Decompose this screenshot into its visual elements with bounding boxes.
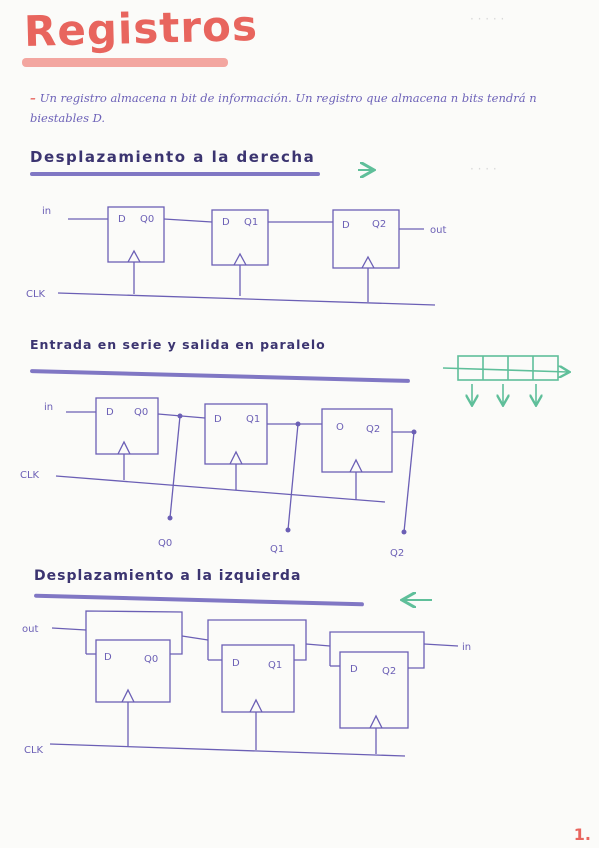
bleed-through-text: · · · · <box>470 162 497 176</box>
wire-link-0-1 <box>181 635 209 641</box>
bullet-dash: – <box>30 91 36 105</box>
clk-line <box>55 475 386 503</box>
clock-triangle <box>121 688 135 703</box>
flipflop-d-2 <box>332 209 400 269</box>
label-q0: Q0 <box>140 214 154 225</box>
label-q0: Q0 <box>134 407 148 418</box>
label-in: in <box>462 642 471 653</box>
label-clk: CLK <box>26 289 46 300</box>
clock-triangle <box>349 458 363 473</box>
label-d-alt: O <box>336 422 344 433</box>
clock-triangle <box>117 440 131 455</box>
label-output-q1: Q1 <box>270 544 284 555</box>
feedback-loop-0 <box>85 610 183 655</box>
tap-q2 <box>403 431 415 533</box>
flipflop-d-2 <box>339 651 409 729</box>
clock-triangle <box>369 714 383 729</box>
page-number: 1. <box>573 825 591 844</box>
output-node <box>167 515 173 521</box>
section-title-left-shift: Desplazamiento a la izquierda <box>34 568 302 584</box>
label-d: D <box>342 220 350 231</box>
label-d: D <box>222 217 230 228</box>
title-highlight <box>22 58 228 67</box>
flipflop-d-0 <box>95 397 159 455</box>
label-q2: Q2 <box>372 219 386 230</box>
diagram-serial-parallel <box>55 397 415 533</box>
clock-triangle <box>361 255 375 269</box>
clock-triangle <box>127 249 141 263</box>
section-underline <box>30 172 320 176</box>
label-q1: Q1 <box>244 217 258 228</box>
label-q1: Q1 <box>246 414 260 425</box>
label-clk: CLK <box>24 745 44 756</box>
label-d: D <box>232 658 240 669</box>
clk-line <box>57 292 436 306</box>
tap-q1 <box>287 423 299 531</box>
tap-node <box>411 429 417 435</box>
clock-triangle <box>229 450 243 465</box>
label-clk: CLK <box>20 470 40 481</box>
label-d: D <box>104 652 112 663</box>
wire-q0-d1 <box>163 218 213 223</box>
flipflop-d-0 <box>95 639 171 703</box>
flipflop-d-2 <box>321 408 393 473</box>
clock-triangle <box>249 698 263 713</box>
label-in: in <box>42 206 51 217</box>
tap-q0 <box>169 415 181 519</box>
label-d: D <box>214 414 222 425</box>
label-q0: Q0 <box>144 654 158 665</box>
clk-line <box>49 743 406 757</box>
pictogram-shift-arrow <box>442 368 568 372</box>
intro-text: Un registro almacena n bit de informació… <box>30 91 537 125</box>
flipflop-d-1 <box>221 644 295 713</box>
label-d: D <box>350 664 358 675</box>
flipflop-d-0 <box>107 206 165 263</box>
label-q2: Q2 <box>382 666 396 677</box>
feedback-loop-2 <box>329 631 425 669</box>
wire-link-1-2 <box>305 643 331 647</box>
output-node <box>285 527 291 533</box>
label-output-q2: Q2 <box>390 548 404 559</box>
tap-nodes <box>167 413 417 535</box>
diagram-right-shift <box>57 170 436 306</box>
label-d: D <box>118 214 126 225</box>
tap-node <box>295 421 301 427</box>
flipflop-d-1 <box>204 403 268 465</box>
section-title-right-shift: Desplazamiento a la derecha <box>30 148 316 166</box>
label-q1: Q1 <box>268 660 282 671</box>
label-d: D <box>106 407 114 418</box>
output-node <box>401 529 407 535</box>
section-title-serial-parallel: Entrada en serie y salida en paralelo <box>30 337 326 352</box>
label-q2: Q2 <box>366 424 380 435</box>
bleed-through-text: · · · · · <box>470 12 505 26</box>
serial-parallel-pictogram <box>442 355 568 404</box>
label-out: out <box>430 225 446 236</box>
intro-paragraph: –Un registro almacena n bit de informaci… <box>30 88 575 128</box>
clock-triangle <box>233 252 247 266</box>
label-output-q0: Q0 <box>158 538 172 549</box>
feedback-loop-1 <box>207 619 307 661</box>
flipflop-d-1 <box>211 209 269 266</box>
label-in: in <box>44 402 53 413</box>
label-out: out <box>22 624 38 635</box>
diagram-left-shift <box>49 600 459 757</box>
wire-out <box>51 627 87 631</box>
tap-node <box>177 413 183 419</box>
wire-in <box>423 643 459 647</box>
